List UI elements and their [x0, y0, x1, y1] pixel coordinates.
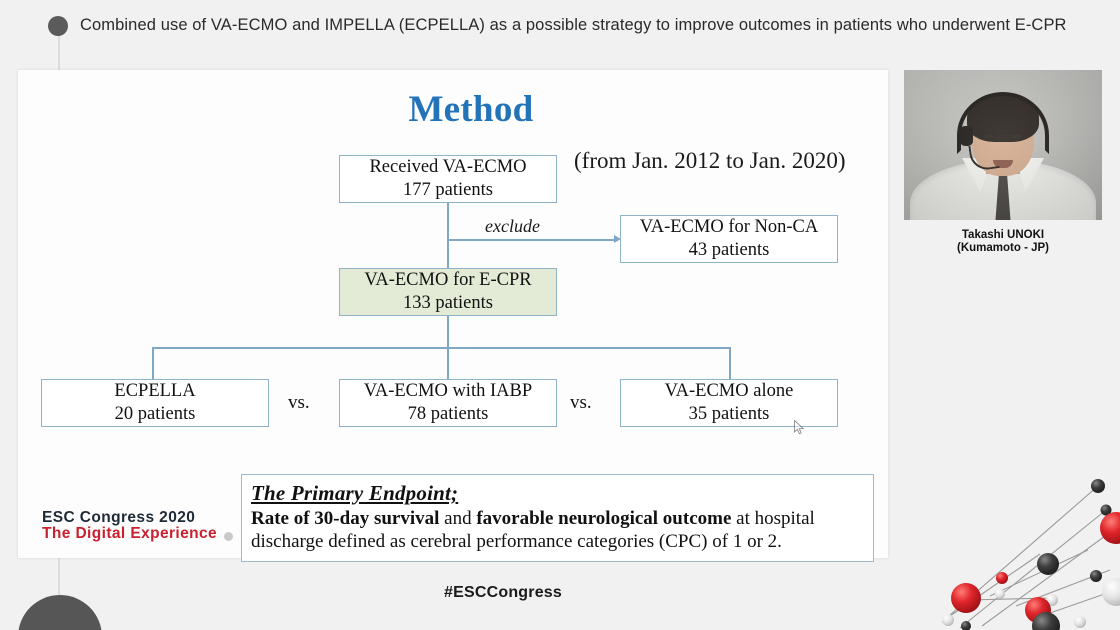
flow-box-label: VA-ECMO for E-CPR — [364, 270, 532, 290]
headset-earcup-icon — [960, 126, 973, 146]
connector-horizontal-split — [152, 347, 730, 349]
endpoint-bold-1: Rate of 30-day survival — [251, 508, 440, 529]
flow-box-received-va-ecmo[interactable]: Received VA-ECMO 177 patients — [339, 155, 557, 203]
flow-box-count: 177 patients — [403, 180, 493, 200]
comparison-separator-2: vs. — [570, 392, 592, 413]
flow-box-va-ecmo-iabp[interactable]: VA-ECMO with IABP 78 patients — [339, 379, 557, 427]
esc-logo-line-1: ESC Congress 2020 — [42, 509, 196, 526]
connector-drop-alone — [729, 347, 731, 379]
headset-band-icon — [957, 92, 1049, 154]
comparison-separator-1: vs. — [288, 392, 310, 413]
esc-congress-logo: ESC Congress 2020 The Digital Experience — [42, 510, 217, 542]
flow-box-count: 133 patients — [403, 293, 493, 313]
esc-logo-line-2: The Digital Experience — [42, 525, 218, 542]
flow-box-va-ecmo-alone[interactable]: VA-ECMO alone 35 patients — [620, 379, 838, 427]
agenda-title[interactable]: Combined use of VA-ECMO and IMPELLA (ECP… — [80, 16, 1067, 34]
primary-endpoint-box[interactable]: The Primary Endpoint; Rate of 30-day sur… — [241, 474, 874, 562]
flow-box-va-ecmo-non-ca[interactable]: VA-ECMO for Non-CA 43 patients — [620, 215, 838, 263]
flow-box-label: ECPELLA — [114, 381, 196, 401]
flow-box-va-ecmo-ecpr[interactable]: VA-ECMO for E-CPR 133 patients — [339, 268, 557, 316]
connector-drop-iabp — [447, 347, 449, 379]
endpoint-conjunction: and — [439, 508, 477, 529]
flow-box-count: 78 patients — [407, 404, 489, 424]
primary-endpoint-body: Rate of 30-day survival and favorable ne… — [251, 507, 864, 553]
speaker-video-thumbnail[interactable] — [904, 70, 1102, 220]
primary-endpoint-heading: The Primary Endpoint; — [251, 481, 459, 505]
connector-drop-ecpella — [152, 347, 154, 379]
flow-box-ecpella[interactable]: ECPELLA 20 patients — [41, 379, 269, 427]
endpoint-bold-2: favorable neurological outcome — [476, 508, 732, 529]
flow-box-label: VA-ECMO with IABP — [363, 381, 533, 401]
arrowhead-icon — [614, 235, 621, 243]
flow-box-count: 35 patients — [688, 404, 770, 424]
slide-title: Method — [408, 89, 534, 130]
event-hashtag: #ESCCongress — [444, 584, 562, 601]
speaker-location: (Kumamoto - JP) — [957, 242, 1049, 254]
exclude-label: exclude — [485, 216, 540, 236]
flow-box-label: VA-ECMO alone — [664, 381, 794, 401]
speaker-name: Takashi UNOKI — [961, 229, 1045, 241]
slide-canvas[interactable]: Method (from Jan. 2012 to Jan. 2020) exc… — [18, 70, 888, 562]
endpoint-tail: at hospital discharge defined as cerebra… — [251, 508, 815, 552]
flow-box-label: Received VA-ECMO — [369, 157, 527, 177]
speaker-panel[interactable]: Takashi UNOKI (Kumamoto - JP) — [904, 70, 1102, 255]
video-vignette — [904, 70, 1102, 220]
connector-received-to-ecpr — [447, 203, 449, 268]
mouse-cursor-icon — [794, 420, 805, 435]
flow-box-count: 43 patients — [688, 240, 770, 260]
agenda-bullet-icon[interactable] — [48, 16, 68, 36]
esc-logo-dot-icon — [224, 532, 233, 541]
flow-box-count: 20 patients — [114, 404, 196, 424]
molecule-decoration-icon — [941, 479, 1120, 630]
connector-ecpr-down — [447, 316, 449, 348]
connector-exclude-arrow — [447, 239, 618, 241]
flow-box-label: VA-ECMO for Non-CA — [639, 217, 819, 237]
study-date-range: (from Jan. 2012 to Jan. 2020) — [574, 148, 846, 173]
speaker-mouth — [993, 160, 1013, 168]
